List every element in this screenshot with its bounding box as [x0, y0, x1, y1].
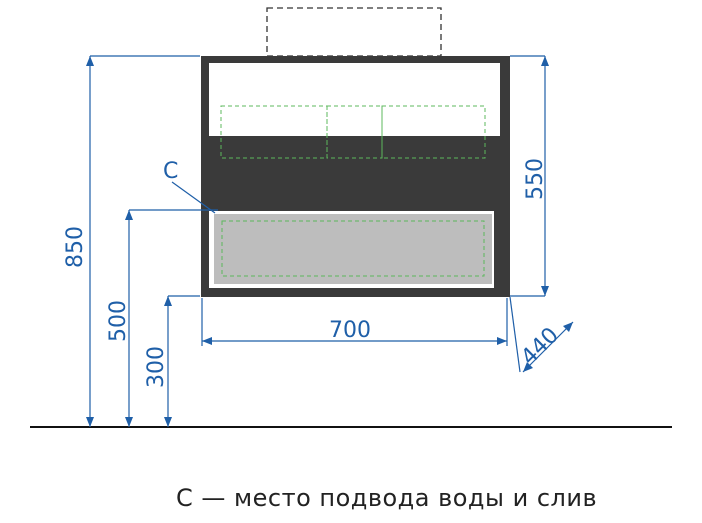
dim-300-arrow-bottom: [164, 417, 172, 427]
dim-440-arrow-top: [563, 322, 573, 332]
dim-500-arrow-top: [125, 210, 133, 220]
marker-label: C: [163, 159, 178, 184]
dim-500-arrow-bottom: [125, 417, 133, 427]
dim-850-arrow-bottom: [86, 417, 94, 427]
dim-440-ext: [509, 296, 521, 373]
dim-300-arrow-top: [164, 296, 172, 306]
dim-500-text: 500: [106, 300, 131, 342]
dim-700-arrow-right: [497, 337, 507, 345]
top-opening: [209, 63, 500, 136]
inner-shelf-left: [220, 105, 328, 159]
drawer-front: [214, 214, 492, 284]
caption-note: C — место подвода воды и слив: [176, 484, 598, 512]
drawer-inner-outline: [221, 220, 485, 277]
marker-leader: [171, 181, 216, 214]
dim-550-arrow-bottom: [541, 286, 549, 296]
dim-850-text: 850: [63, 226, 88, 268]
dim-550-arrow-top: [541, 56, 549, 66]
dim-700-arrow-left: [202, 337, 212, 345]
dim-550-text: 550: [523, 158, 548, 200]
dim-300-text: 300: [144, 346, 169, 388]
dim-440-arrow-bottom: [523, 362, 533, 372]
dim-440-line: [522, 321, 574, 373]
sink-outline: [266, 7, 442, 57]
inner-shelf-right: [381, 105, 486, 159]
dim-700-text: 700: [329, 318, 371, 343]
dim-850-arrow-top: [86, 56, 94, 66]
dim-440-text: 440: [517, 323, 564, 370]
